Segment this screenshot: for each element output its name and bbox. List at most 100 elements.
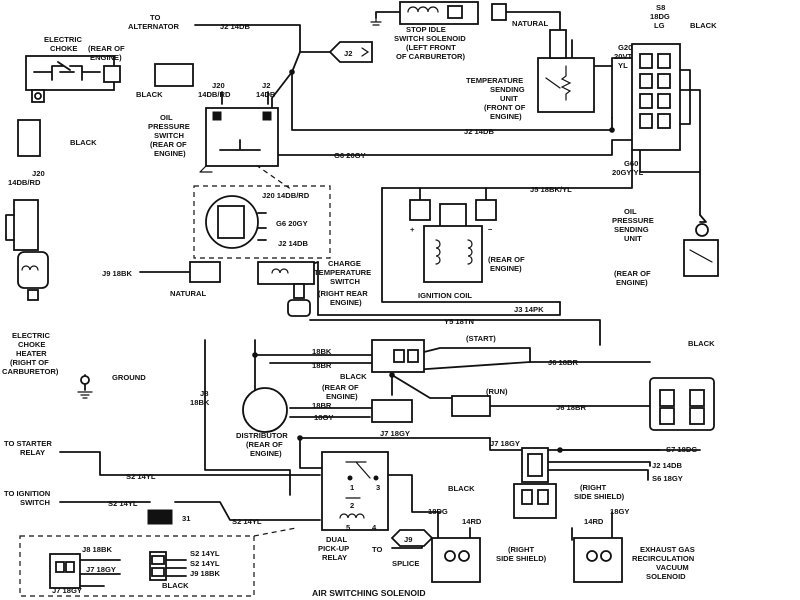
distributor	[242, 387, 288, 433]
label-natural-top: NATURAL	[512, 19, 548, 28]
wires	[59, 11, 701, 549]
label-ds-14rd-a: 14RD	[462, 517, 482, 526]
label-j20-inset: J20 14DB/RD	[262, 191, 310, 200]
label-relay-n2: 2	[350, 501, 354, 510]
label-relay-n5: 5	[346, 523, 351, 532]
label-ref31: 31	[182, 514, 191, 523]
label-egr-2: RECIRCULATION	[632, 554, 694, 563]
connector-31	[147, 509, 173, 525]
label-charge-2: TEMPERATURE	[314, 268, 371, 277]
label-temp-3: UNIT	[500, 94, 518, 103]
ignition-coil	[409, 199, 497, 283]
label-ign-18br-2: 18BR	[312, 401, 332, 410]
label-j9-bubble: J9	[404, 535, 412, 544]
label-oil-sender-4: UNIT	[624, 234, 642, 243]
label-j7-b: J7 18GY	[490, 439, 520, 448]
label-oil-sender-5: (REAR OF	[614, 269, 651, 278]
label-j2-a: J2	[262, 81, 270, 90]
label-choke-4: ENGINE)	[90, 53, 122, 62]
label-air-switch: AIR SWITCHING SOLENOID	[312, 588, 426, 598]
label-g60-1: G60	[624, 159, 638, 168]
label-right-shield-1: (RIGHT	[580, 483, 607, 492]
label-inset-j7b: J7 18GY	[52, 586, 82, 595]
label-j6-top: J6 18BR	[548, 358, 578, 367]
label-black-mid: BLACK	[448, 484, 475, 493]
instrument-connector	[631, 43, 691, 151]
natural-connector-top	[491, 3, 507, 21]
label-charge-1: CHARGE	[328, 259, 361, 268]
label-to-alternator-2: ALTERNATOR	[128, 22, 180, 31]
label-heater-2: CHOKE	[18, 340, 45, 349]
label-charge-5: ENGINE)	[330, 298, 362, 307]
label-stop-idle-1: STOP IDLE	[406, 25, 446, 34]
label-j8-2: 18BK	[190, 398, 210, 407]
label-relay-n3: 3	[376, 483, 380, 492]
label-to-alternator: TO	[150, 13, 161, 22]
label-oil-sender-6: ENGINE)	[616, 278, 648, 287]
label-j2-14db-mid: J2 14DB	[464, 127, 494, 136]
label-stop-idle-2: SWITCH SOLENOID	[394, 34, 466, 43]
label-relay-2: PICK-UP	[318, 544, 349, 553]
label-right-shield-3: (RIGHT	[508, 545, 535, 554]
label-j2-inset: J2 14DB	[278, 239, 308, 248]
label-ground: GROUND	[112, 373, 146, 382]
label-s2-a: S2 14YL	[126, 472, 156, 481]
black-connector-oil	[154, 63, 194, 87]
label-j2-14db-r: J2 14DB	[652, 461, 682, 470]
label-ign-18br: 18BR	[312, 361, 332, 370]
label-ign-rear-1: (REAR OF	[322, 383, 359, 392]
label-temp-2: SENDING	[490, 85, 525, 94]
label-oil-1: OIL	[160, 113, 173, 122]
label-s2-c: S2 14YL	[232, 517, 262, 526]
label-oil-sender-1: OIL	[624, 207, 637, 216]
label-g20-1: G20	[618, 43, 632, 52]
label-ds-14rd-b: 14RD	[584, 517, 604, 526]
label-heater-5: CARBURETOR)	[2, 367, 59, 376]
label-y5: Y5 18TN	[444, 317, 474, 326]
label-s8-3: LG	[654, 21, 665, 30]
label-inset-j9: J9 18BK	[190, 569, 220, 578]
label-j20-left-1: J20	[32, 169, 45, 178]
label-j20-left-2: 14DB/RD	[8, 178, 41, 187]
label-inset-j7: J7 18GY	[86, 565, 116, 574]
label-right-shield-2: SIDE SHIELD)	[574, 492, 625, 501]
label-coil-plus: +	[410, 225, 415, 234]
label-coil: IGNITION COIL	[418, 291, 472, 300]
label-g6-20gy: G6 20GY	[334, 151, 366, 160]
choke-heater	[5, 199, 49, 301]
labels: TO ALTERNATOR J2 14DB J2 STOP IDLE SWITC…	[2, 3, 717, 598]
label-relay-1: DUAL	[326, 535, 347, 544]
dual-pickup-relay	[321, 451, 389, 531]
label-to-starter-2: RELAY	[20, 448, 45, 457]
label-ign-black: BLACK	[340, 372, 367, 381]
label-black-tr: BLACK	[690, 21, 717, 30]
label-heater-3: HEATER	[16, 349, 47, 358]
label-g6-inset: G6 20GY	[276, 219, 308, 228]
label-temp-4: (FRONT OF	[484, 103, 526, 112]
label-ds-18gy: 18GY	[610, 507, 629, 516]
air-switching-solenoid	[431, 537, 481, 583]
side-shield-connector	[513, 447, 557, 519]
label-oil-3: SWITCH	[154, 131, 184, 140]
temperature-sending-unit	[537, 29, 595, 113]
label-to-j9: TO	[372, 545, 383, 554]
black-connector-left	[17, 119, 41, 157]
electric-choke	[25, 55, 121, 103]
j9-splice	[390, 529, 434, 547]
label-egr-3: VACUUM	[656, 563, 689, 572]
label-stop-idle-4: OF CARBURETOR)	[396, 52, 466, 61]
stop-idle-solenoid	[399, 1, 479, 25]
label-s8-2: 18DG	[650, 12, 670, 21]
label-g20-3: YL	[618, 61, 628, 70]
label-oil-4: (REAR OF	[150, 140, 187, 149]
inset-connector	[49, 551, 187, 589]
label-to-ignition-1: TO IGNITION	[4, 489, 50, 498]
label-choke-3: (REAR OF	[88, 44, 125, 53]
label-black-left: BLACK	[70, 138, 97, 147]
label-inset-j8: J8 18BK	[82, 545, 112, 554]
ignition-connector-block	[371, 339, 491, 423]
j2-connector	[328, 41, 373, 63]
natural-connector-mid	[189, 261, 221, 283]
label-coil-minus: −	[488, 225, 493, 234]
